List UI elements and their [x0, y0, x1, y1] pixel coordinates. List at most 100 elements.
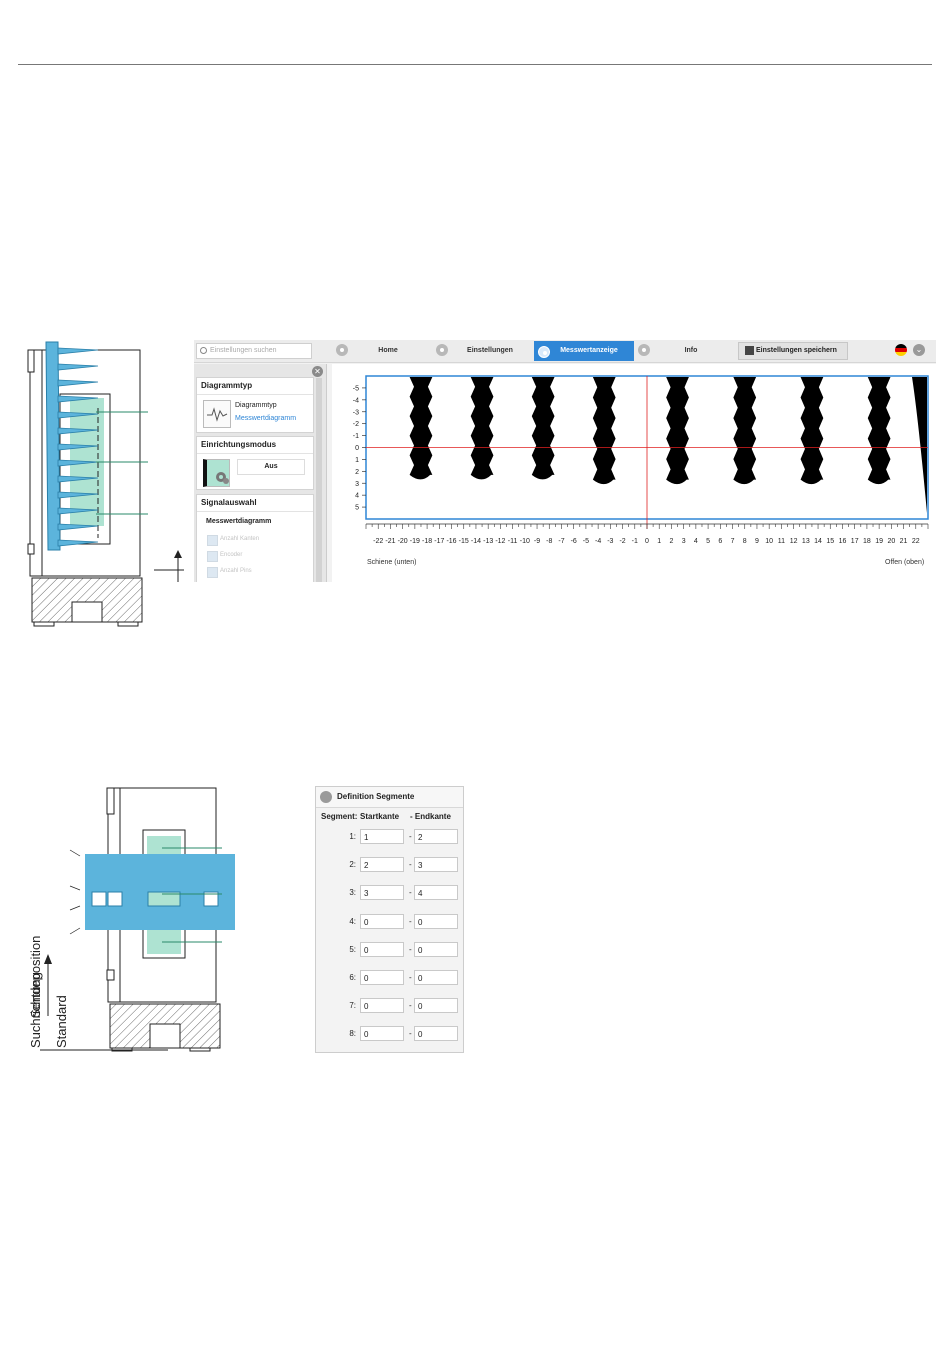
panel-scrollbar[interactable] — [316, 378, 322, 582]
settings-search-input[interactable]: Einstellungen suchen — [196, 343, 312, 359]
y-tick-label: -2 — [353, 421, 359, 428]
segment-start-input[interactable]: 1 — [360, 829, 404, 844]
segment-end-input[interactable]: 0 — [414, 913, 458, 929]
signal-label: Encoder — [220, 552, 243, 558]
x-tick-label: 2 — [669, 538, 673, 545]
diagramtype-label: Diagrammtyp — [235, 402, 277, 409]
x-tick-label: 20 — [887, 538, 895, 545]
x-tick-label: 13 — [802, 538, 810, 545]
x-tick-label: -8 — [546, 538, 552, 545]
pin-shape — [666, 377, 689, 485]
y-tick-label: 5 — [355, 505, 359, 512]
header-rule — [18, 64, 932, 65]
y-tick-label: -5 — [353, 385, 359, 392]
close-icon[interactable]: ✕ — [312, 366, 323, 377]
german-flag-icon[interactable] — [895, 344, 907, 356]
nav-info-button[interactable]: Info — [684, 347, 698, 354]
waveform-icon[interactable] — [203, 400, 231, 428]
sensor-side-drawing-2: Standard Suchrichtung Sendeposition — [28, 787, 237, 1052]
checkbox[interactable] — [207, 551, 218, 562]
x-tick-label: 3 — [682, 538, 686, 545]
checkbox[interactable] — [207, 535, 218, 546]
webui-screenshot: Einstellungen suchen Home Einstellungen … — [194, 340, 936, 582]
x-tick-label: -3 — [607, 538, 613, 545]
left-settings-panel: ✕ Diagrammtyp Diagrammtyp Messwertdiagra… — [194, 364, 327, 582]
x-tick-label: 7 — [731, 538, 735, 545]
x-tick-label: 4 — [694, 538, 698, 545]
x-tick-label: 11 — [778, 538, 785, 545]
pin-shape — [867, 377, 891, 485]
signal-select-title: Signalauswahl — [197, 495, 313, 512]
teach-gear-icon[interactable] — [203, 459, 230, 487]
x-tick-label: -10 — [520, 538, 530, 545]
segment-start-input[interactable]: 0 — [360, 1026, 404, 1042]
waveform-icon — [538, 346, 550, 358]
signal-select-card: Signalauswahl Messwertdiagramm Anzahl Ka… — [196, 494, 314, 582]
y-tick-label: 3 — [355, 481, 359, 488]
x-tick-label: 9 — [755, 538, 759, 545]
nav-home-button[interactable]: Home — [378, 347, 398, 354]
x-tick-label: -4 — [595, 538, 601, 545]
y-tick-label: 0 — [355, 445, 359, 452]
measurement-chart: -5-4-3-2-1012345-22-21-20-19-18-17-16-15… — [353, 375, 929, 545]
segment-end-input[interactable]: 0 — [414, 1026, 458, 1042]
chart-left-label: Schiene (unten) — [367, 559, 417, 566]
diagramtype-card: Diagrammtyp Diagrammtyp Messwertdiagramm — [196, 377, 314, 433]
segment-end-input[interactable]: 0 — [414, 970, 458, 985]
segment-end-input[interactable]: 4 — [414, 885, 458, 901]
info-icon — [638, 344, 650, 356]
x-tick-label: 8 — [743, 538, 747, 545]
x-tick-label: 10 — [765, 538, 773, 545]
x-tick-label: -22 — [373, 538, 383, 545]
segment-panel-header: Definition Segmente — [316, 787, 463, 808]
col-start-header: Startkante — [360, 812, 400, 821]
edge-shape — [912, 377, 927, 513]
nav-settings-button[interactable]: Einstellungen — [467, 347, 513, 354]
x-tick-label: -6 — [571, 538, 577, 545]
signal-label: Anzahl Kanten — [220, 536, 260, 542]
range-dash: - — [409, 860, 412, 870]
nav-display-button[interactable]: Messwertanzeige — [534, 341, 634, 361]
segment-start-input[interactable]: 0 — [360, 998, 404, 1014]
segment-start-input[interactable]: 0 — [360, 913, 404, 929]
x-tick-label: -12 — [495, 538, 505, 545]
top-navigation-bar: Einstellungen suchen Home Einstellungen … — [194, 340, 936, 363]
diagramtype-value-link[interactable]: Messwertdiagramm — [235, 415, 297, 422]
segment-start-input[interactable]: 3 — [360, 885, 404, 901]
save-settings-button[interactable]: Einstellungen speichern — [738, 342, 848, 360]
floppy-disk-icon — [745, 346, 754, 355]
x-tick-label: -2 — [619, 538, 625, 545]
segment-start-input[interactable]: 0 — [360, 970, 404, 985]
x-tick-label: 21 — [900, 538, 908, 545]
axis-label-search-direction: Suchrichtung — [28, 972, 43, 1048]
chevron-down-icon[interactable]: ⌄ — [913, 344, 925, 356]
x-tick-label: -11 — [508, 538, 518, 545]
x-tick-label: 18 — [863, 538, 871, 545]
teachmode-value[interactable]: Aus — [237, 459, 305, 475]
signal-label: Anzahl Pins — [220, 568, 252, 574]
segment-start-input[interactable]: 2 — [360, 857, 404, 873]
signal-subtitle: Messwertdiagramm — [206, 518, 272, 525]
x-tick-label: -13 — [483, 538, 493, 545]
checkbox[interactable] — [207, 567, 218, 578]
x-tick-label: -21 — [385, 538, 395, 545]
gear-icon — [436, 344, 448, 356]
axis-label-send-position: Sendeposition — [28, 936, 43, 1018]
axis-label-standard: Standard — [54, 995, 69, 1048]
segment-end-input[interactable]: 0 — [414, 998, 458, 1014]
segment-end-input[interactable]: 2 — [414, 829, 458, 844]
y-tick-label: 4 — [355, 493, 359, 500]
segment-end-input[interactable]: 3 — [414, 857, 458, 873]
x-tick-label: 12 — [790, 538, 798, 545]
segment-row-label: 7: — [349, 1001, 356, 1011]
segment-start-input[interactable]: 0 — [360, 941, 404, 957]
pin-shape — [470, 377, 494, 480]
range-dash: - — [409, 944, 412, 954]
x-tick-label: -14 — [471, 538, 481, 545]
x-tick-label: 0 — [645, 538, 649, 545]
teachmode-card: Einrichtungsmodus Aus — [196, 436, 314, 490]
x-tick-label: 1 — [657, 538, 661, 545]
segment-end-input[interactable]: 0 — [414, 941, 458, 957]
teachmode-title: Einrichtungsmodus — [197, 437, 313, 454]
segment-panel-title: Definition Segmente — [337, 792, 415, 801]
